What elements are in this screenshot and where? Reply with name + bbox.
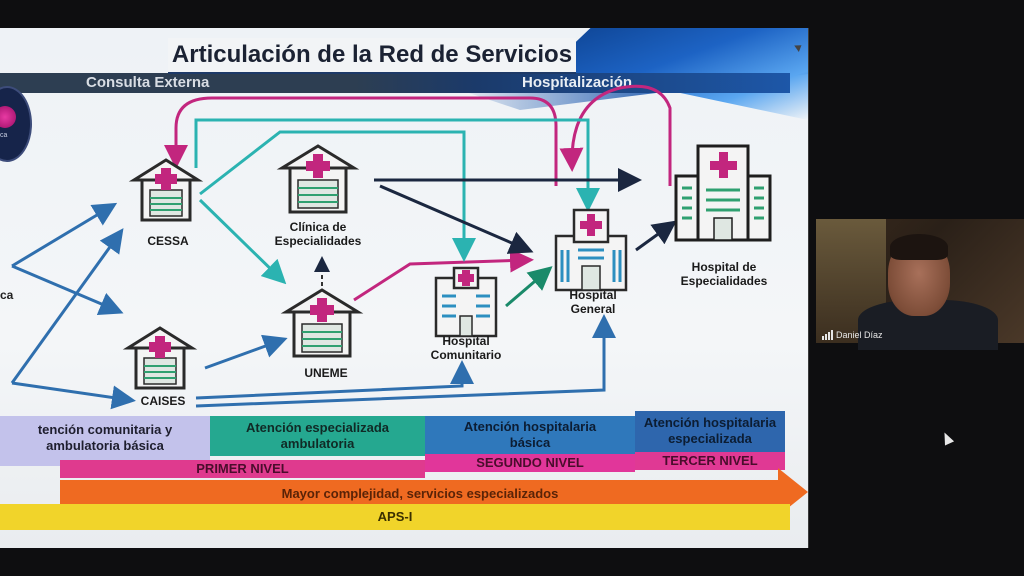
mouse-cursor-icon — [939, 430, 955, 446]
band-segundo-nivel: SEGUNDO NIVEL — [425, 454, 635, 472]
signal-strength-icon — [822, 330, 834, 340]
node-label-cessa: CESSA — [147, 234, 189, 248]
node-label-hospital-general: Hospital General — [569, 288, 617, 316]
band-atencion-comunitaria: tención comunitaria y ambulatoria básica — [0, 416, 210, 466]
band-primer-nivel: PRIMER NIVEL — [60, 460, 425, 478]
logo-mark — [0, 106, 16, 128]
band-atencion-hospitalaria-especializada: Atención hospitalaria especializada — [635, 411, 785, 456]
slide-title: Articulación de la Red de Servicios — [168, 38, 576, 72]
hospital-comunitario-icon — [434, 266, 498, 338]
band-atencion-hospitalaria-basica: Atención hospitalaria básica — [425, 416, 635, 456]
node-label-hospital-especialidades: Hospital de Especialidades — [680, 260, 768, 288]
section-label-hospitalizacion: Hospitalización — [522, 74, 633, 91]
title-underline — [168, 72, 576, 74]
participant-hair — [890, 234, 948, 260]
section-label-consulta: Consulta Externa — [86, 74, 210, 91]
band-mayor-complejidad: Mayor complejidad, servicios especializa… — [60, 480, 780, 508]
shared-presentation-slide: Consulta Externa Hospitalización Articul… — [0, 28, 809, 548]
cessa-building-icon — [128, 158, 204, 222]
band-atencion-especializada-ambulatoria: Atención especializada ambulatoria — [210, 416, 425, 456]
node-label-caises: CAISES — [140, 394, 186, 408]
network-diagram — [10, 84, 772, 410]
caises-building-icon — [122, 326, 198, 390]
section-bar — [0, 73, 790, 93]
hospital-general-icon — [554, 208, 628, 292]
node-label-clinica: Clínica de Especialidades — [274, 220, 362, 248]
band-tercer-nivel: TERCER NIVEL — [635, 452, 785, 470]
band-aps: APS-I — [0, 504, 790, 530]
participant-name: Daniel Díaz — [836, 330, 883, 340]
uneme-building-icon — [280, 288, 364, 358]
cut-off-label: ca — [0, 288, 14, 302]
logo-text: ca — [0, 132, 8, 139]
clinica-building-icon — [276, 144, 360, 214]
blue-arrows — [10, 202, 616, 410]
node-label-hospital-comunitario: Hospital Comunitario — [430, 334, 502, 362]
node-label-uneme: UNEME — [304, 366, 348, 380]
hospital-especialidades-icon — [674, 144, 772, 242]
